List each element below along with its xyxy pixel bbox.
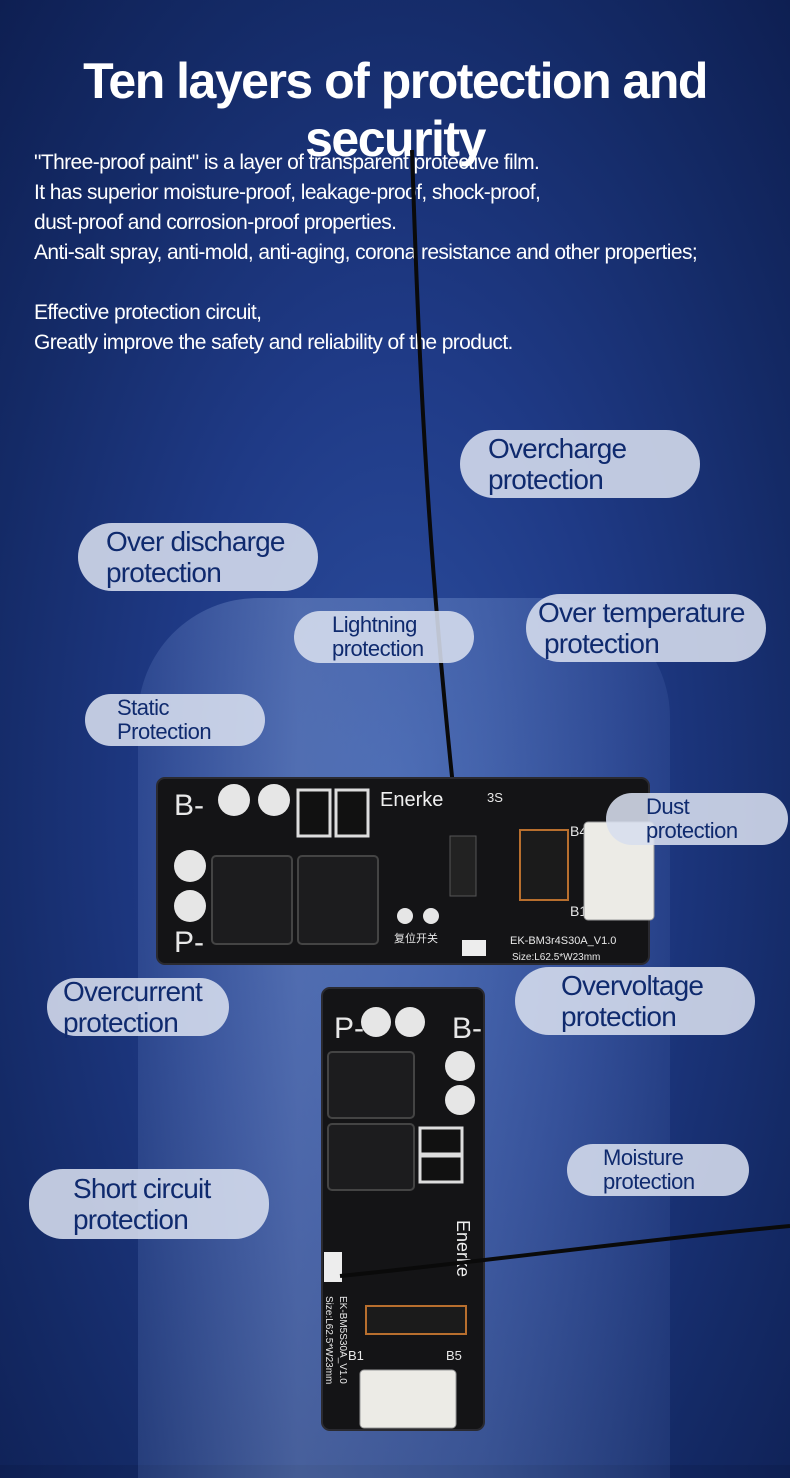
tag-line: Overcurrent [63, 976, 203, 1007]
tag-line: protection [488, 464, 604, 495]
tag-line: protection [544, 628, 660, 659]
tag-dust: Dust protection [606, 793, 788, 845]
resistor [296, 788, 332, 838]
tag-lightning: Lightning protection [294, 611, 474, 663]
solder-pad [174, 890, 206, 922]
component-array [519, 829, 569, 901]
board2-b5-label: B5 [446, 1348, 462, 1363]
tag-line: protection [646, 818, 738, 843]
board2-b1-label: B1 [348, 1348, 364, 1363]
tag-line: protection [332, 636, 424, 661]
mosfet [297, 855, 379, 945]
solder-pad [445, 1085, 475, 1115]
tag-line: protection [63, 1007, 179, 1038]
tag-overcharge: Overcharge protection [460, 430, 700, 498]
tag-short-circuit: Short circuit protection [29, 1169, 269, 1239]
tag-line: protection [603, 1169, 695, 1194]
tag-over-discharge: Over discharge protection [78, 523, 318, 591]
board1-b1-label: B1 [570, 903, 587, 919]
tag-line: Over temperature [538, 597, 745, 628]
board1-b4-label: B4 [570, 823, 587, 839]
balance-connector [359, 1369, 457, 1429]
tag-line: Short circuit [73, 1173, 211, 1204]
board1-reset-label: 复位开关 [394, 931, 438, 945]
description-line: dust-proof and corrosion-proof propertie… [34, 211, 397, 234]
reset-pad [423, 908, 439, 924]
tag-overcurrent: Overcurrent protection [47, 976, 229, 1038]
tag-line: protection [73, 1204, 189, 1235]
mosfet [211, 855, 293, 945]
tag-line: Protection [117, 719, 212, 744]
board1-cells-label: 3S [487, 790, 503, 805]
board2-size: Size:L62.5*W23mm [323, 1296, 334, 1384]
mosfet [327, 1051, 415, 1119]
description-line: Greatly improve the safety and reliabili… [34, 331, 513, 354]
description-line: Effective protection circuit, [34, 301, 262, 324]
board1-size: Size:L62.5*W23mm [512, 952, 600, 963]
tag-static: Static Protection [85, 694, 265, 746]
tag-overvoltage: Overvoltage protection [515, 967, 755, 1035]
solder-pad [361, 1007, 391, 1037]
tag-line: Moisture [603, 1145, 684, 1170]
tag-over-temperature: Over temperature protection [526, 594, 766, 662]
solder-pad [258, 784, 290, 816]
tag-line: Static [117, 695, 170, 720]
board2-brand: Enerke [453, 1220, 473, 1277]
board1-p-minus-label: P- [174, 926, 204, 959]
description-line: Anti-salt spray, anti-mold, anti-aging, … [34, 241, 698, 264]
ic-chip [449, 835, 477, 897]
solder-pad [395, 1007, 425, 1037]
board1-b-minus-label: B- [174, 789, 204, 822]
reset-pad [397, 908, 413, 924]
board2-p-minus-label: P- [334, 1012, 364, 1045]
board1-brand: Enerke [380, 789, 443, 811]
page-title: Ten layers of protection and security [83, 53, 708, 167]
tag-line: Over discharge [106, 526, 285, 557]
resistor [334, 788, 370, 838]
tag-moisture: Moisture protection [567, 1144, 749, 1196]
bms-board-5s: P- B- Enerke B1 B5 EK-BM5S30A_V1.0 Size:… [321, 987, 485, 1431]
solder-pad [218, 784, 250, 816]
component-array [365, 1305, 467, 1335]
tag-line: Overvoltage [561, 970, 704, 1001]
tag-line: protection [106, 557, 222, 588]
board2-model: EK-BM5S30A_V1.0 [337, 1296, 348, 1384]
resistor [418, 1154, 464, 1184]
resistor [418, 1126, 464, 1156]
bms-board-3s4s: B- P- Enerke 3S B4 B1 复位开关 EK-BM3r4S30A_… [156, 777, 655, 965]
tag-line: Lightning [332, 612, 417, 637]
board2-b-minus-label: B- [452, 1012, 482, 1045]
tag-line: Dust [646, 794, 690, 819]
board1-model: EK-BM3r4S30A_V1.0 [510, 935, 616, 947]
tag-line: protection [561, 1001, 677, 1032]
mosfet [327, 1123, 415, 1191]
ntc-connector [462, 940, 486, 956]
solder-pad [174, 850, 206, 882]
solder-pad [445, 1051, 475, 1081]
tag-line: Overcharge [488, 433, 627, 464]
ntc-connector [324, 1252, 342, 1282]
